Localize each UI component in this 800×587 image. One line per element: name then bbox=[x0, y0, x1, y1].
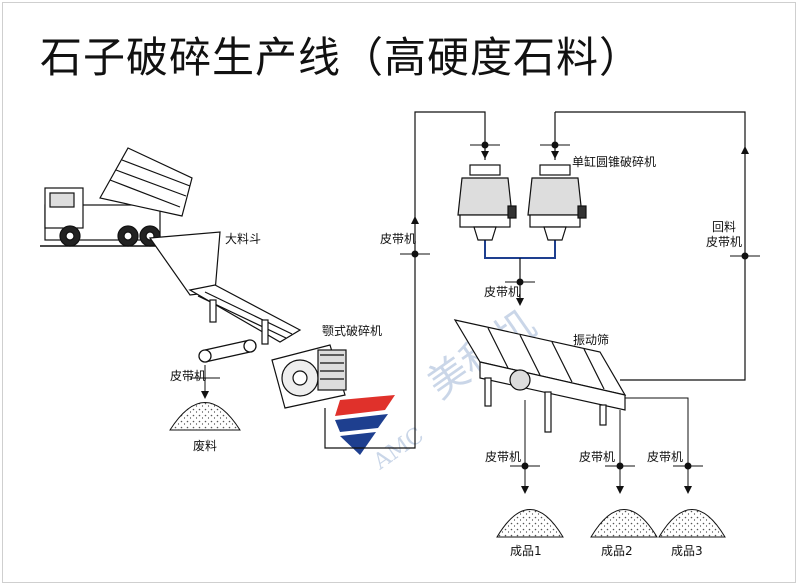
vibrating-screen bbox=[453, 319, 627, 433]
product-pile-2 bbox=[590, 509, 658, 538]
label-belt-up: 皮带机 bbox=[380, 232, 416, 246]
label-belt-out3: 皮带机 bbox=[647, 450, 683, 464]
cone-crusher-2 bbox=[527, 164, 587, 241]
output-lines bbox=[510, 397, 703, 494]
label-belt-mid: 皮带机 bbox=[484, 285, 520, 299]
label-jaw-crusher: 颚式破碎机 bbox=[322, 323, 382, 338]
dump-truck bbox=[44, 147, 193, 247]
label-product-3: 成品3 bbox=[671, 544, 703, 558]
label-belt-out2: 皮带机 bbox=[579, 450, 615, 464]
label-hopper: 大料斗 bbox=[225, 232, 261, 246]
jaw-crusher bbox=[271, 344, 347, 409]
label-belt-left: 皮带机 bbox=[170, 369, 206, 383]
product-pile-3 bbox=[658, 509, 726, 538]
label-return-line2: 皮带机 bbox=[706, 235, 742, 249]
amc-logo bbox=[335, 395, 395, 455]
hopper-feeder bbox=[148, 231, 302, 345]
label-belt-out1: 皮带机 bbox=[485, 450, 521, 464]
label-return-line1: 回料 bbox=[712, 220, 736, 234]
label-product-2: 成品2 bbox=[601, 544, 633, 558]
diagram-title: 石子破碎生产线（高硬度石料） bbox=[40, 33, 643, 82]
watermark-logo-text: AMC bbox=[368, 423, 428, 476]
product-pile-1 bbox=[496, 509, 564, 538]
label-vibrating-screen: 振动筛 bbox=[573, 332, 609, 347]
waste-pile bbox=[169, 402, 241, 431]
label-cone-crusher: 单缸圆锥破碎机 bbox=[572, 154, 656, 169]
cone-crusher-1 bbox=[457, 164, 517, 241]
waste-belt bbox=[198, 339, 257, 363]
flow-arrows bbox=[400, 112, 760, 306]
label-product-1: 成品1 bbox=[510, 544, 542, 558]
label-waste: 废料 bbox=[193, 438, 217, 453]
